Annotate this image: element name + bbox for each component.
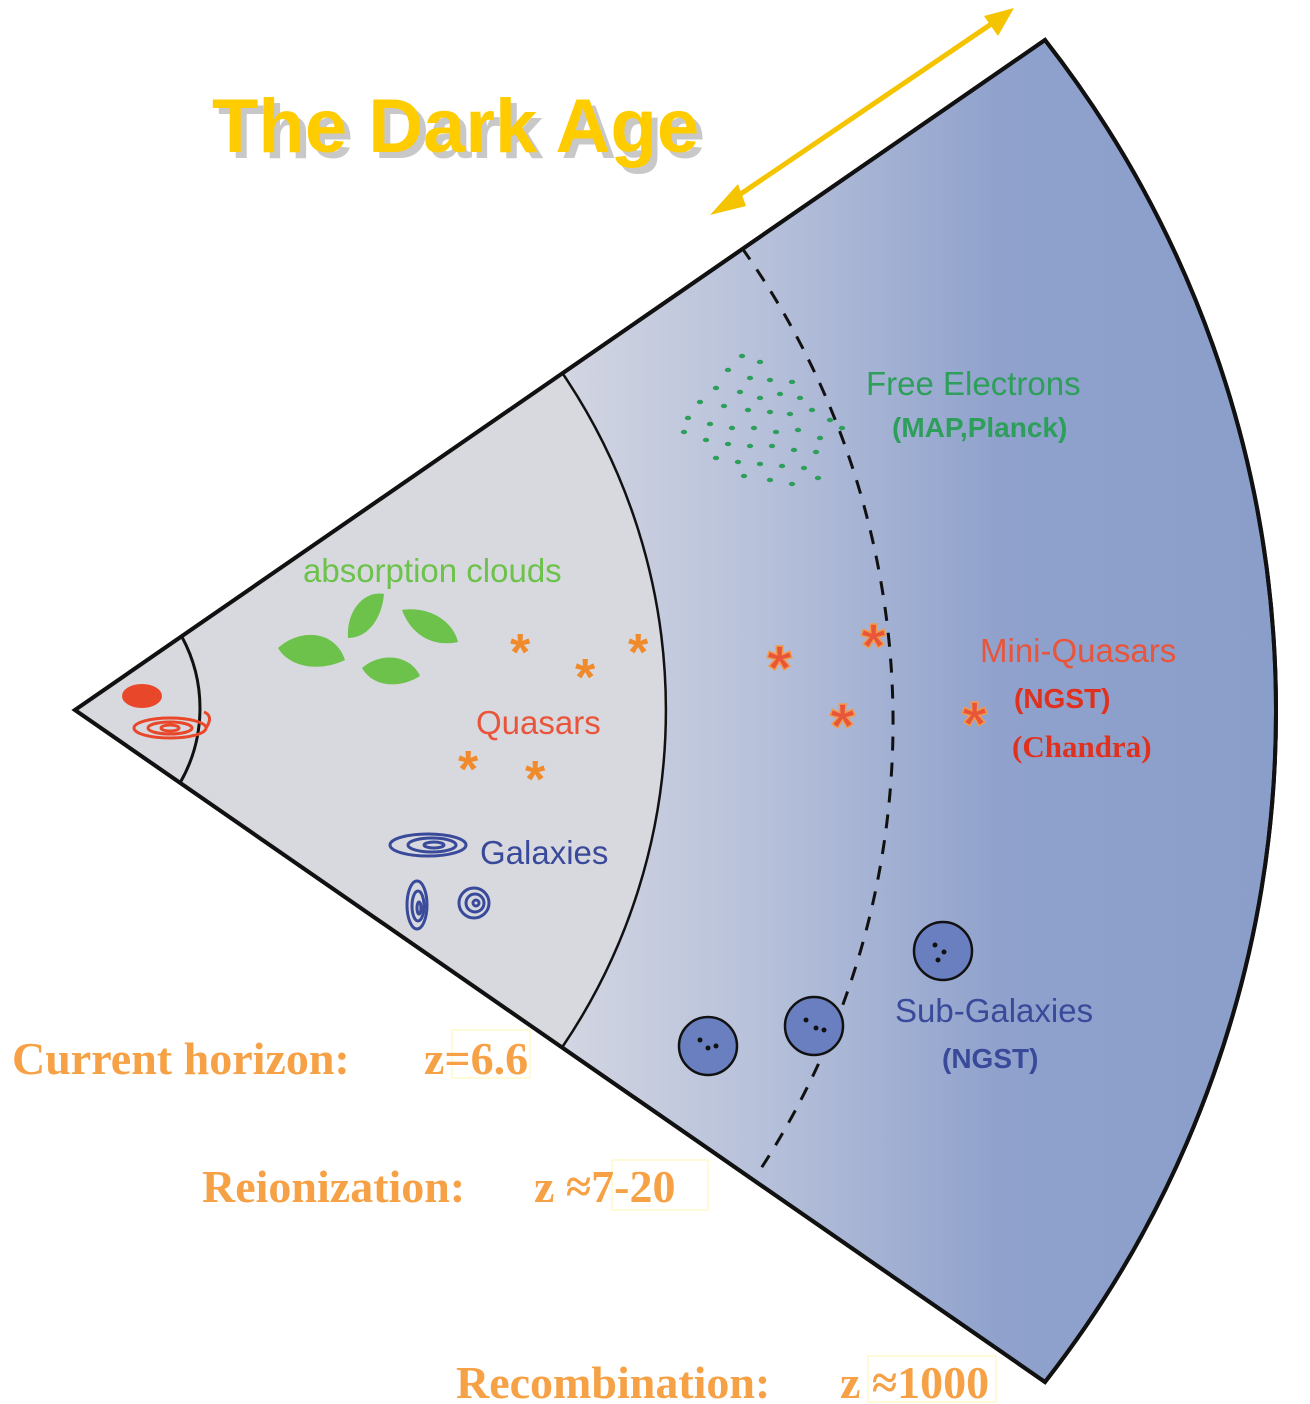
spiral-galaxy-icon [405,879,429,931]
dark-age-span-arrow [710,8,1014,215]
electron-dot [720,403,728,409]
title-shadow: The Dark Age [218,90,705,175]
quasars-label: Quasars [476,704,601,741]
current-horizon-value-box [451,1029,531,1079]
absorption-clouds-icon [278,593,458,685]
electron-dot [776,391,784,397]
electron-dot [746,443,754,449]
sub-galaxy-icons [677,920,974,1077]
galaxies-label: Galaxies [480,834,608,871]
electron-dot [796,395,804,401]
electron-dot [756,461,764,467]
asterisk-icon: * [458,741,479,799]
electron-dot [744,407,752,413]
asterisk-icon: * [962,688,987,760]
electron-dot [768,443,776,449]
mini-quasars-instrument-chandra: (Chandra) [1012,729,1152,764]
sub-galaxies-label: Sub-Galaxies [895,992,1093,1029]
electron-dot [680,429,688,435]
spiral-galaxy-icon [457,886,491,920]
electron-dot [814,475,822,481]
electron-dot [736,389,744,395]
wedge-outline [71,37,1278,1385]
electron-dot [712,455,720,461]
asterisk-icon: * [830,690,855,762]
electron-dot [756,359,764,365]
free-electrons-instruments: (MAP,Planck) [892,412,1067,443]
electron-dot [808,407,816,413]
quasar-asterisks: * * * * * [458,624,649,809]
electron-dot [766,377,774,383]
electron-dot [790,447,798,453]
inner-region [75,374,666,1046]
electron-dot [766,477,774,483]
current-horizon-value: z=6.6 [424,1033,528,1084]
asterisk-icon: * [767,632,792,704]
reionization-value: z ≈7-20 [534,1161,675,1212]
dotted-circle-icon [677,1015,739,1077]
recombination-value: z ≈1000 [840,1357,989,1404]
electron-dot [826,417,834,423]
title: The Dark Age [212,84,699,169]
electron-dot [800,465,808,471]
electron-dot [740,473,748,479]
electron-dot [766,409,774,415]
electron-dot [794,427,802,433]
absorption-clouds-label: absorption clouds [303,552,562,589]
dotted-circle-icon [912,920,974,982]
asterisk-icon: * [575,649,596,707]
electron-dot [812,449,820,455]
asterisk-icon: * [861,610,886,682]
mini-quasars-label: Mini-Quasars [980,632,1176,669]
asterisk-icon: * [628,624,649,682]
electron-dot [724,441,732,447]
red-blob-icon [122,684,162,708]
electron-dot [786,411,794,417]
asterisk-icon: * [510,624,531,682]
reionization-value-box [611,1159,709,1211]
electron-dot [816,435,824,441]
electron-dot [702,437,710,443]
galaxy-icons [388,832,491,931]
electron-dot [696,399,704,405]
electron-dot [778,463,786,469]
reionization-label: Reionization: [202,1161,465,1212]
electron-dot [712,385,720,391]
electron-dot [738,353,746,359]
dot-cluster-icon [680,353,846,487]
electron-dot [706,421,714,427]
electron-dot [838,425,846,431]
recombination-value-box [867,1355,997,1403]
spiral-galaxy-icon [388,832,468,858]
mini-quasars-instrument-ngst: (NGST) [1014,683,1110,714]
electron-dot [724,367,732,373]
free-electrons-label: Free Electrons [866,365,1081,402]
electron-dot [734,459,742,465]
electron-dot [788,481,796,487]
electron-dot [772,429,780,435]
red-spiral-icon [132,710,211,740]
recombination-label: Recombination: [456,1357,770,1404]
asterisk-icon: * [525,751,546,809]
electron-dot [684,415,692,421]
dotted-circle-icon [783,995,845,1057]
electron-dot [728,425,736,431]
mini-quasar-asterisks: * * * * [766,609,988,763]
electron-dot [756,395,764,401]
innermost-arc [178,636,202,784]
electron-dot [750,425,758,431]
sub-galaxies-instrument: (NGST) [942,1043,1038,1074]
electron-dot [788,379,796,385]
current-horizon-arc [561,373,668,1047]
electron-dot [746,375,754,381]
current-horizon-label: Current horizon: [12,1033,350,1084]
